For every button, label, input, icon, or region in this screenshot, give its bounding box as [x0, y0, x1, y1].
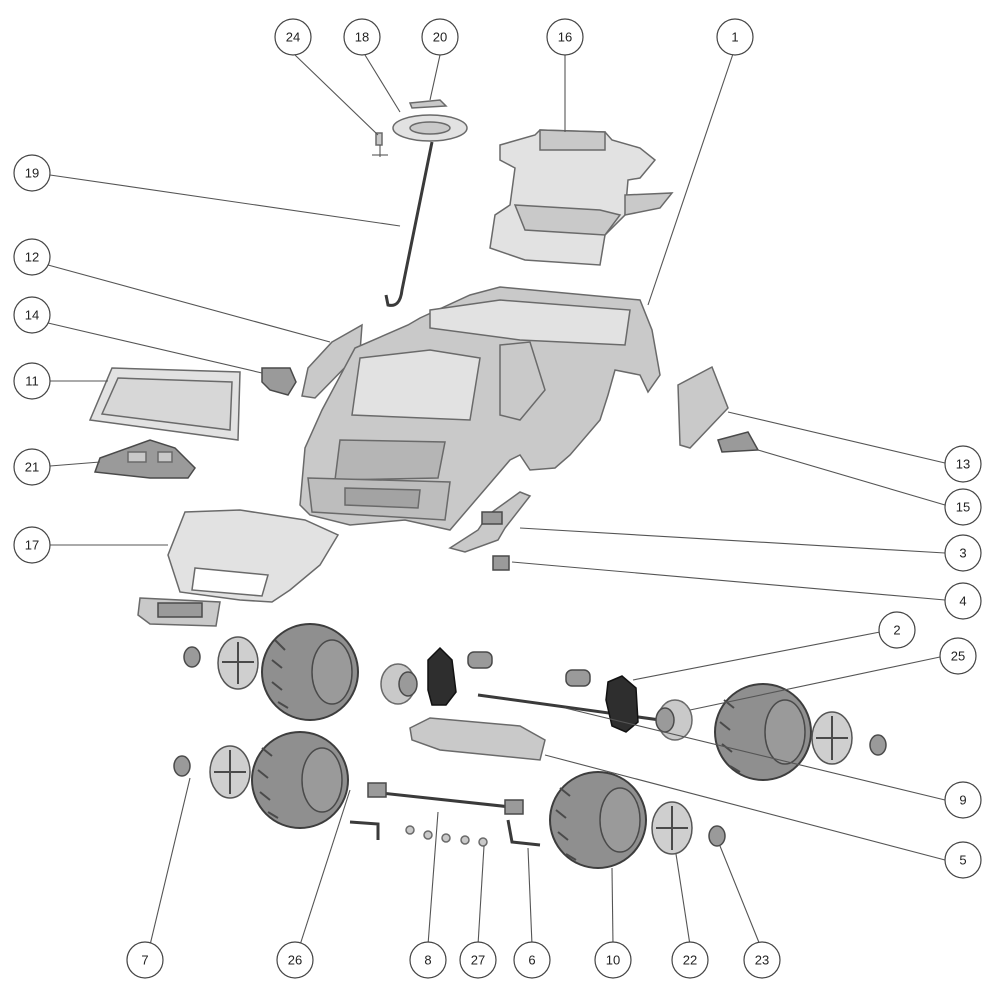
callout-20: 20 — [421, 18, 459, 56]
rear-left-nut-part — [173, 755, 191, 777]
washer-set-part — [405, 825, 488, 847]
callout-number: 13 — [956, 457, 970, 472]
callout-3: 3 — [944, 534, 982, 572]
callout-number: 21 — [25, 460, 39, 475]
front-right-tire-part — [714, 683, 812, 781]
callout-26: 26 — [276, 941, 314, 979]
front-right-hubcap-part — [811, 711, 853, 765]
callout-number: 12 — [25, 250, 39, 265]
callout-19: 19 — [13, 154, 51, 192]
left-side-panel-part — [301, 323, 363, 399]
right-side-panel-part — [677, 365, 729, 449]
battery-tray-part — [409, 717, 546, 761]
callout-15: 15 — [944, 488, 982, 526]
truck-body-part — [299, 286, 661, 531]
callout-22: 22 — [671, 941, 709, 979]
callout-number: 4 — [959, 594, 966, 609]
callout-number: 1 — [731, 30, 738, 45]
callout-18: 18 — [343, 18, 381, 56]
callout-1: 1 — [716, 18, 754, 56]
left-gearbox-part — [427, 646, 457, 706]
screw-part — [372, 132, 388, 157]
front-right-nut-part — [869, 734, 887, 756]
callout-number: 6 — [528, 953, 535, 968]
callout-number: 18 — [355, 30, 369, 45]
right-gearbox-part — [605, 675, 639, 733]
hood-part — [167, 509, 340, 603]
callout-number: 15 — [956, 500, 970, 515]
steering-wheel-part — [392, 114, 468, 142]
front-right-axle-part — [655, 699, 693, 741]
rear-right-hubcap-part — [651, 801, 693, 855]
rear-left-tire-part — [251, 731, 349, 829]
callout-number: 7 — [141, 953, 148, 968]
callout-17: 17 — [13, 526, 51, 564]
callout-21: 21 — [13, 448, 51, 486]
callout-7: 7 — [126, 941, 164, 979]
callout-number: 27 — [471, 953, 485, 968]
callout-27: 27 — [459, 941, 497, 979]
callout-number: 16 — [558, 30, 572, 45]
callout-13: 13 — [944, 445, 982, 483]
callout-number: 14 — [25, 308, 39, 323]
callout-number: 26 — [288, 953, 302, 968]
callout-number: 2 — [893, 623, 900, 638]
callout-14: 14 — [13, 296, 51, 334]
front-left-hubcap-part — [217, 636, 259, 690]
leader-lines — [47, 47, 946, 946]
callout-10: 10 — [594, 941, 632, 979]
dashboard-part — [93, 439, 196, 479]
seat-part — [489, 129, 674, 266]
callout-9: 9 — [944, 781, 982, 819]
windshield-part — [88, 367, 241, 441]
callout-number: 19 — [25, 166, 39, 181]
callout-number: 3 — [959, 546, 966, 561]
front-left-axle-part — [380, 663, 418, 705]
callout-2: 2 — [878, 611, 916, 649]
callout-24: 24 — [274, 18, 312, 56]
left-bracket-part — [261, 367, 297, 396]
callout-6: 6 — [513, 941, 551, 979]
rear-left-hubcap-part — [209, 745, 251, 799]
rear-right-nut-part — [708, 825, 726, 847]
callout-8: 8 — [409, 941, 447, 979]
callout-number: 23 — [755, 953, 769, 968]
callout-number: 11 — [25, 374, 39, 389]
switch-part — [492, 555, 510, 571]
callout-12: 12 — [13, 238, 51, 276]
left-motor-part — [467, 651, 493, 669]
callout-25: 25 — [939, 637, 977, 675]
callout-5: 5 — [944, 841, 982, 879]
callout-number: 20 — [433, 30, 447, 45]
right-motor-part — [565, 669, 591, 687]
rear-axle-part — [349, 782, 541, 847]
rear-right-tire-part — [549, 771, 647, 869]
pedal-part — [448, 491, 532, 553]
callout-number: 10 — [606, 953, 620, 968]
callout-number: 22 — [683, 953, 697, 968]
steering-column-part — [384, 141, 434, 307]
callout-number: 24 — [286, 30, 300, 45]
front-left-tire-part — [261, 623, 359, 721]
callout-16: 16 — [546, 18, 584, 56]
right-bracket-part — [717, 431, 760, 453]
callout-11: 11 — [13, 362, 51, 400]
wheel-cap-part — [408, 99, 448, 109]
callout-number: 8 — [424, 953, 431, 968]
callout-number: 25 — [951, 649, 965, 664]
callout-number: 5 — [959, 853, 966, 868]
front-left-nut-part — [183, 646, 201, 668]
callout-number: 17 — [25, 538, 39, 553]
callout-4: 4 — [944, 582, 982, 620]
callout-23: 23 — [743, 941, 781, 979]
grille-part — [137, 597, 221, 627]
callout-number: 9 — [959, 793, 966, 808]
